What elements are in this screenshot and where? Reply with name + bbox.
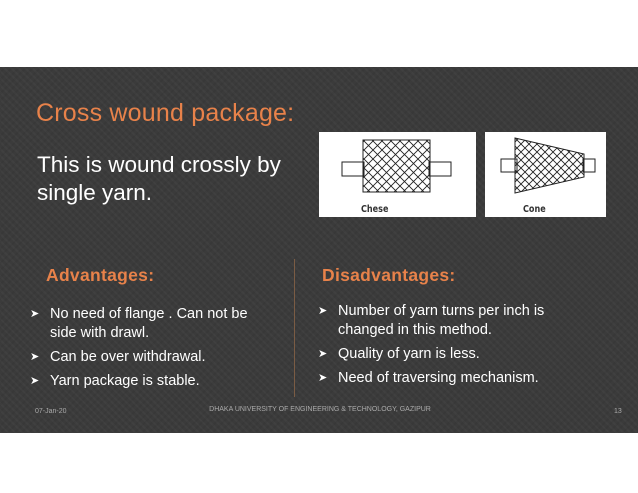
arrow-bullet-icon: ➤ <box>318 372 328 384</box>
footer-institution: DHAKA UNIVERSITY OF ENGINEERING & TECHNO… <box>209 406 431 413</box>
advantages-heading: Advantages: <box>46 265 155 285</box>
cone-label: Cone <box>523 204 546 215</box>
chese-label: Chese <box>361 204 389 215</box>
arrow-bullet-icon: ➤ <box>30 308 40 320</box>
footer-date: 07-Jan-20 <box>35 408 67 415</box>
cone-diagram <box>500 137 596 194</box>
arrow-bullet-icon: ➤ <box>318 305 328 317</box>
footer-page-number: 13 <box>614 408 622 415</box>
list-item: ➤ Need of traversing mechanism. <box>318 370 539 386</box>
list-item: ➤ No need of flange . Can not be side wi… <box>30 306 248 341</box>
arrow-bullet-icon: ➤ <box>30 375 40 387</box>
arrow-bullet-icon: ➤ <box>318 348 328 360</box>
chese-diagram <box>341 139 452 193</box>
list-item: ➤ Number of yarn turns per inch is chang… <box>318 303 545 338</box>
advantages-list: ➤ No need of flange . Can not be side wi… <box>28 305 278 396</box>
list-item: ➤ Quality of yarn is less. <box>318 346 480 362</box>
arrow-bullet-icon: ➤ <box>30 351 40 363</box>
intro-text: This is wound crossly by single yarn. <box>37 152 281 205</box>
list-item: ➤ Yarn package is stable. <box>30 373 200 389</box>
slide: Cross wound package: This is wound cross… <box>0 67 638 433</box>
disadvantages-heading: Disadvantages: <box>322 265 456 285</box>
list-item: ➤ Can be over withdrawal. <box>30 349 206 365</box>
slide-title: Cross wound package: <box>36 99 295 127</box>
cone-figure: Cone <box>485 132 606 217</box>
chese-figure: Chese <box>319 132 476 217</box>
column-divider <box>294 259 295 397</box>
disadvantages-list: ➤ Number of yarn turns per inch is chang… <box>316 302 578 393</box>
